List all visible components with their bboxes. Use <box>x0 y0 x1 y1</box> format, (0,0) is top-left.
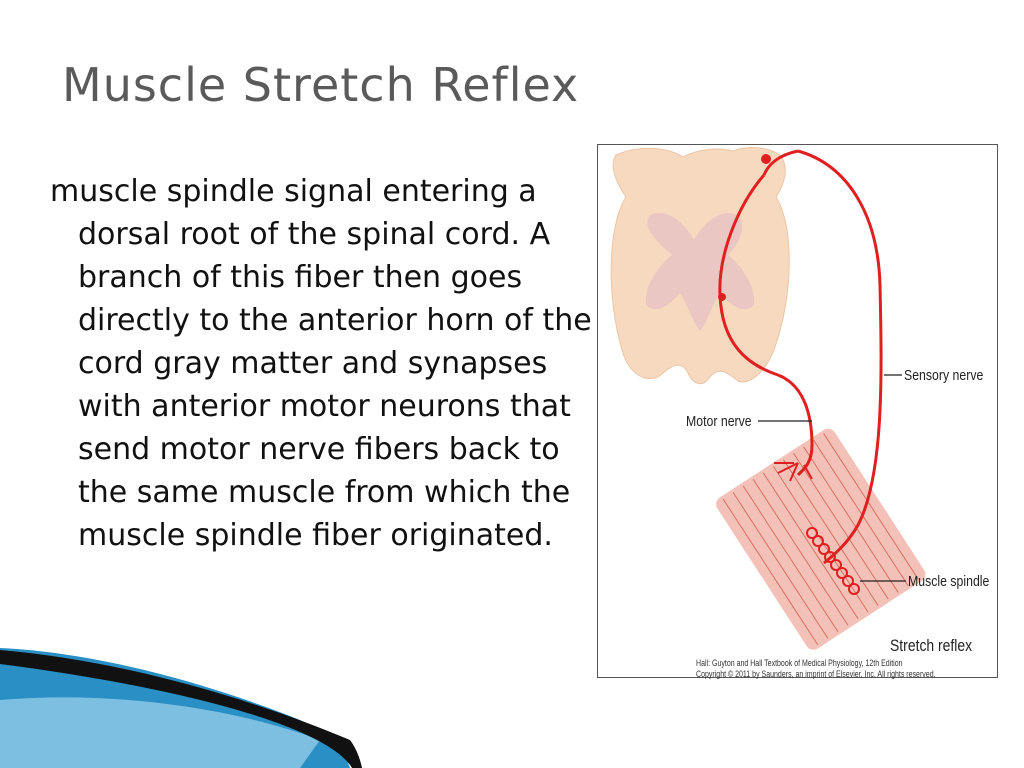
stretch-reflex-figure: Sensory nerve Motor nerve Muscle spindle… <box>597 144 998 680</box>
slide-title: Muscle Stretch Reflex <box>62 58 580 112</box>
body-text: muscle spindle signal entering a dorsal … <box>50 174 592 553</box>
swoosh-dark <box>0 650 362 768</box>
motor-nerve-label: Motor nerve <box>686 413 752 430</box>
swoosh-light <box>0 697 320 768</box>
motor-nerve-path <box>718 174 814 477</box>
stretch-reflex-diagram <box>610 147 926 650</box>
sensory-nerve-label: Sensory nerve <box>904 367 984 384</box>
credit-line-2: Copyright © 2011 by Saunders, an imprint… <box>696 669 936 679</box>
muscle-spindle-label: Muscle spindle <box>908 573 990 590</box>
muscle-spindle-coils <box>806 527 860 595</box>
credit-line-1: Hall: Guyton and Hall Textbook of Medica… <box>696 658 903 668</box>
figure-caption: Stretch reflex <box>890 636 973 655</box>
figure-credit: Hall: Guyton and Hall Textbook of Medica… <box>696 658 936 680</box>
sensory-nerve-path <box>797 149 883 565</box>
